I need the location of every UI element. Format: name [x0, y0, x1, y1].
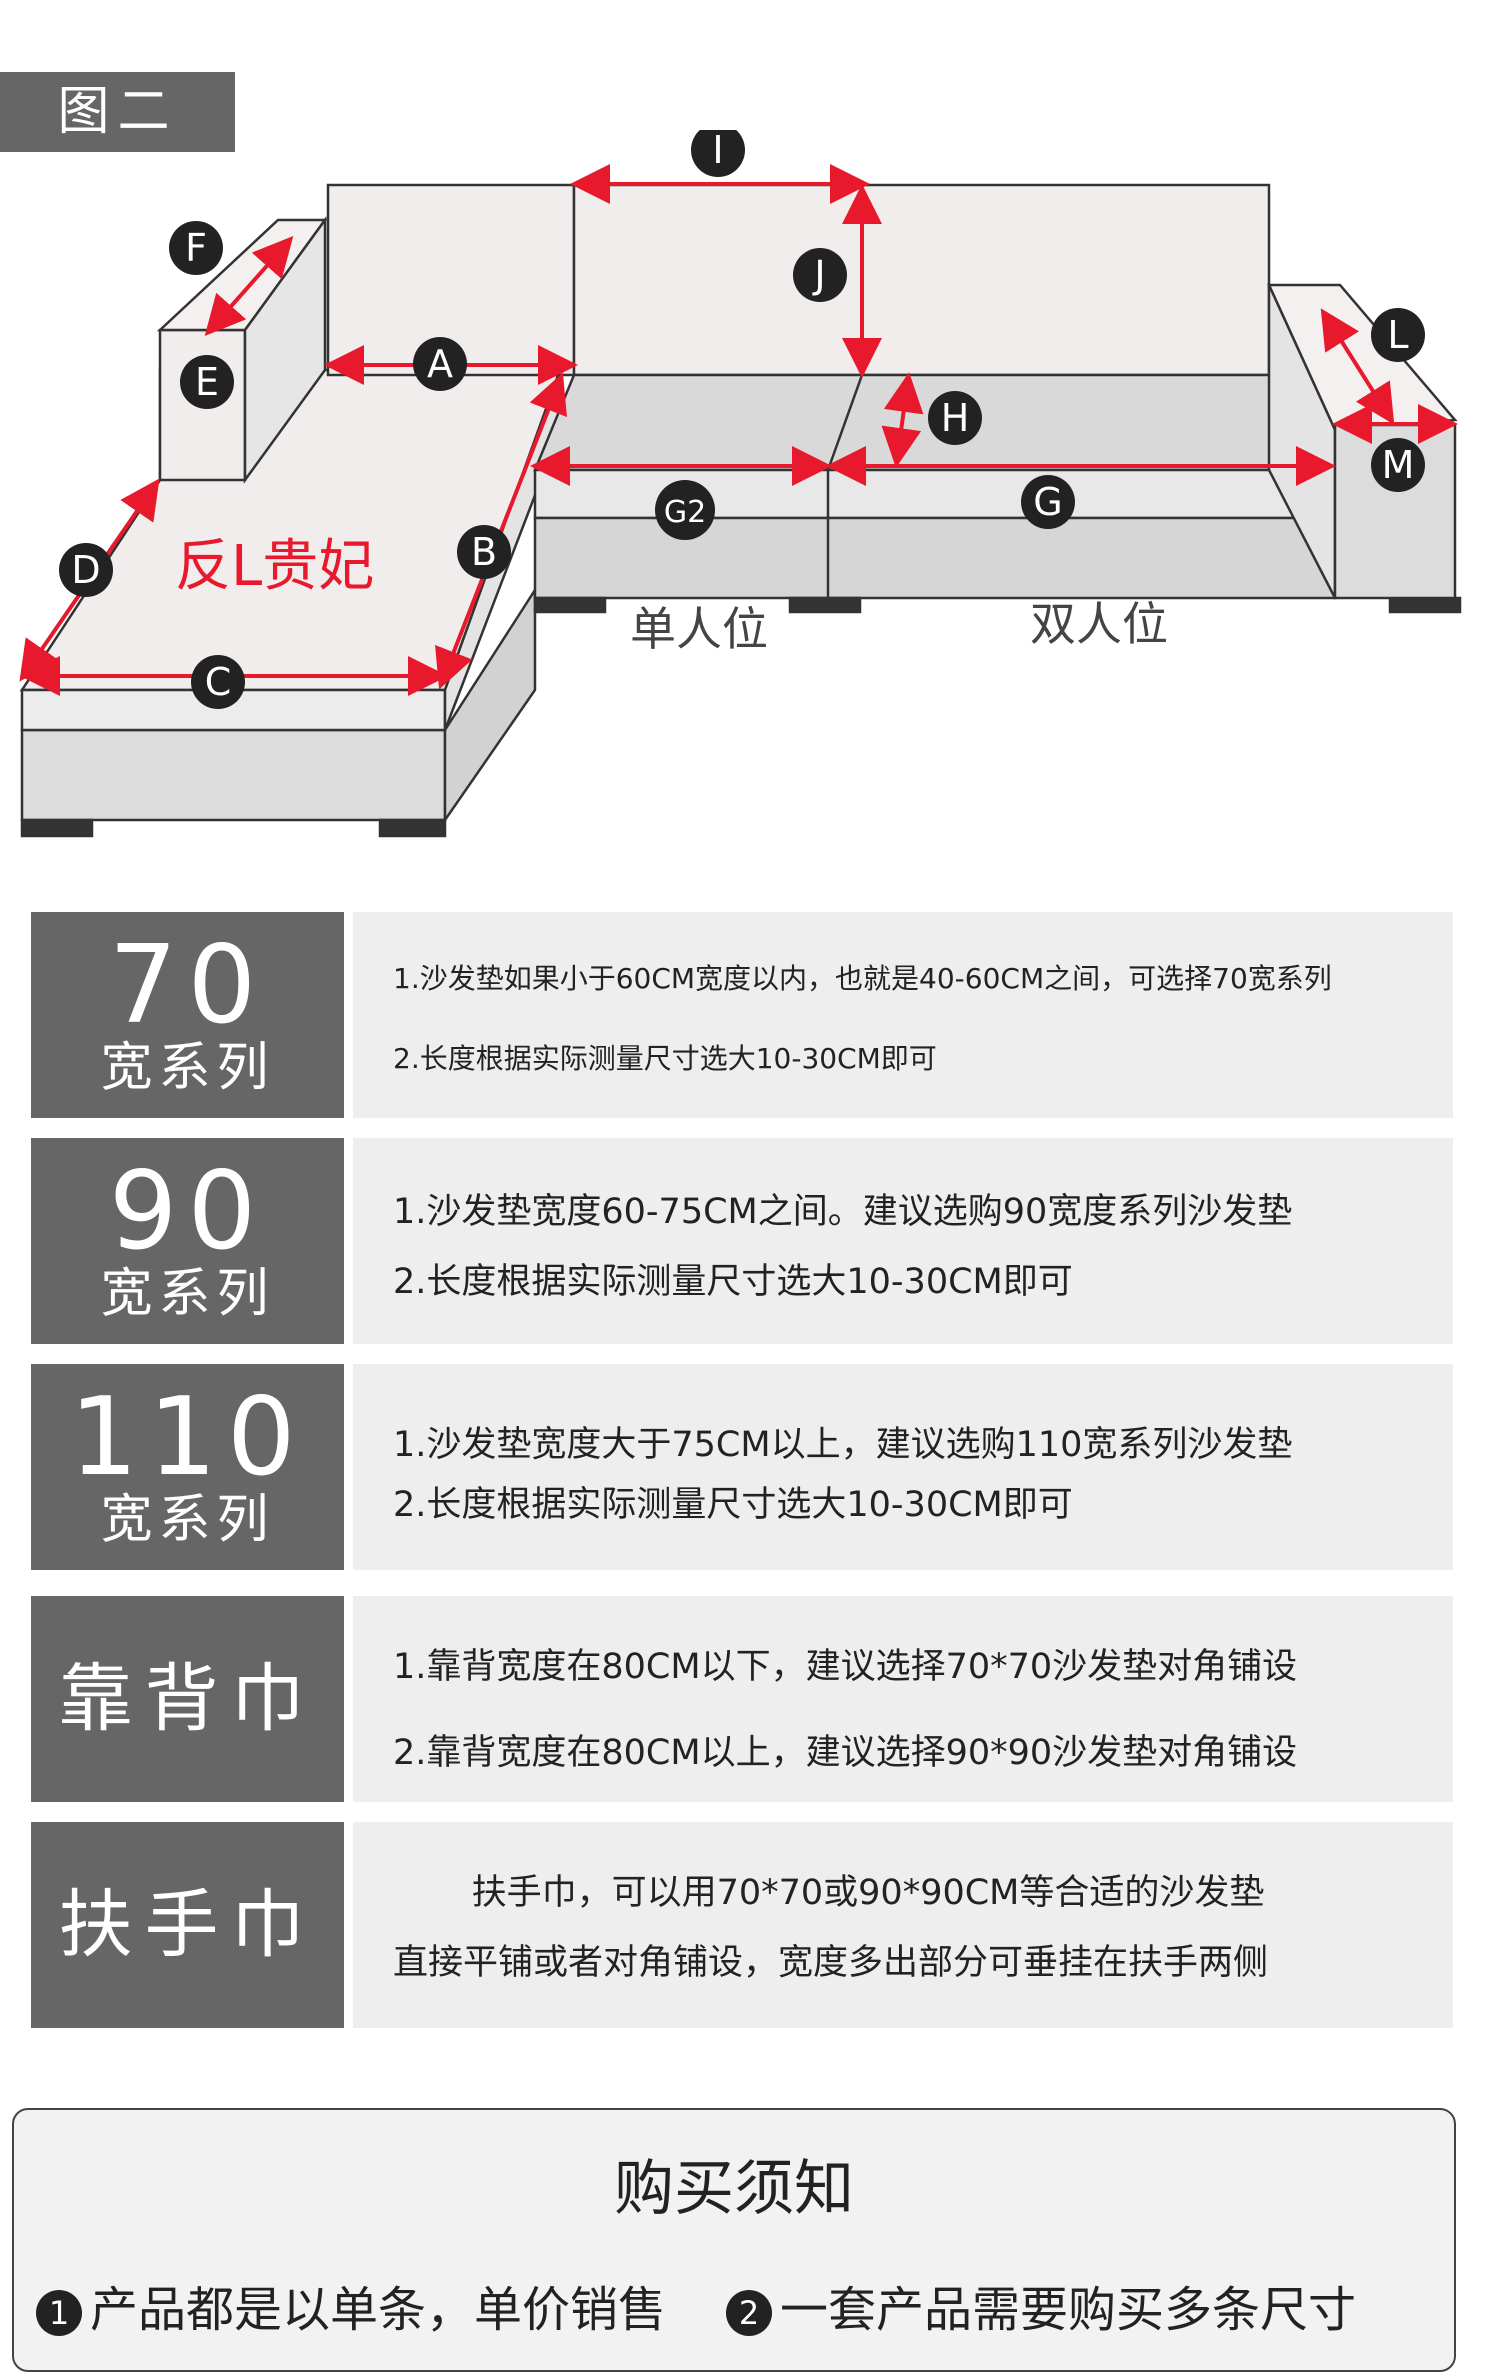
series-line-2: 直接平铺或者对角铺设，宽度多出部分可垂挂在扶手两侧	[393, 1943, 1269, 1983]
badge-A: A	[413, 337, 467, 391]
series-description: 1.靠背宽度在80CM以下，建议选择70*70沙发垫对角铺设 2.靠背宽度在80…	[353, 1596, 1453, 1802]
series-line-2: 2.长度根据实际测量尺寸选大10-30CM即可	[393, 1262, 1073, 1302]
style-label: 反L贵妃	[175, 534, 374, 599]
number-badge-icon: 1	[36, 2290, 82, 2336]
series-row-90: 90 宽系列 1.沙发垫宽度60-75CM之间。建议选购90宽度系列沙发垫 2.…	[31, 1138, 1453, 1344]
backrest	[326, 183, 1271, 377]
badge-C: C	[191, 655, 245, 709]
svg-text:J: J	[812, 253, 825, 297]
svg-text:F: F	[185, 226, 207, 270]
series-description: 扶手巾，可以用70*70或90*90CM等合适的沙发垫 直接平铺或者对角铺设，宽…	[353, 1822, 1453, 2028]
arrow-L	[1320, 308, 1395, 425]
double-seat-label: 双人位	[1030, 597, 1168, 651]
series-line-1: 1.沙发垫如果小于60CM宽度以内，也就是40-60CM之间，可选择70宽系列	[393, 962, 1332, 995]
single-seat-label: 单人位	[630, 602, 768, 656]
letter-badges: I J F E A H L M G2 G D B C	[59, 130, 1425, 709]
notice-item-text: 一套产品需要购买多条尺寸	[780, 2282, 1357, 2338]
series-row-armrest: 扶手巾 扶手巾，可以用70*70或90*90CM等合适的沙发垫 直接平铺或者对角…	[31, 1822, 1453, 2028]
series-row-70: 70 宽系列 1.沙发垫如果小于60CM宽度以内，也就是40-60CM之间，可选…	[31, 912, 1453, 1118]
badge-G2: G2	[655, 480, 715, 540]
notice-item-text: 产品都是以单条，单价销售	[90, 2282, 667, 2338]
svg-text:B: B	[471, 530, 497, 574]
svg-text:A: A	[427, 342, 453, 386]
series-heading: 110 宽系列	[31, 1364, 344, 1570]
series-description: 1.沙发垫如果小于60CM宽度以内，也就是40-60CM之间，可选择70宽系列 …	[353, 912, 1453, 1118]
series-line-2: 2.靠背宽度在80CM以上，建议选择90*90沙发垫对角铺设	[393, 1733, 1298, 1773]
series-line-1: 1.沙发垫宽度60-75CM之间。建议选购90宽度系列沙发垫	[393, 1192, 1293, 1232]
svg-text:I: I	[712, 130, 723, 172]
series-heading: 扶手巾	[31, 1822, 344, 2028]
notice-title: 购买须知	[614, 2154, 854, 2224]
series-line-1: 1.靠背宽度在80CM以下，建议选择70*70沙发垫对角铺设	[393, 1647, 1298, 1687]
figure-tag: 图二	[0, 72, 235, 152]
sofa-dimension-diagram: I J F E A H L M G2 G D B C 反L贵妃 单人位 双人位	[19, 130, 1462, 838]
seat-leg-3	[1388, 596, 1462, 614]
badge-B: B	[457, 525, 511, 579]
series-line-2: 2.长度根据实际测量尺寸选大10-30CM即可	[393, 1042, 937, 1075]
svg-text:L: L	[1387, 313, 1408, 357]
badge-H: H	[928, 391, 982, 445]
series-heading: 70 宽系列	[31, 912, 344, 1118]
series-width-label: 宽系列	[100, 1264, 275, 1324]
seat-leg-1	[533, 596, 607, 614]
series-line-1: 扶手巾，可以用70*70或90*90CM等合适的沙发垫	[471, 1873, 1265, 1913]
series-row-backrest: 靠背巾 1.靠背宽度在80CM以下，建议选择70*70沙发垫对角铺设 2.靠背宽…	[31, 1596, 1453, 1802]
series-description: 1.沙发垫宽度60-75CM之间。建议选购90宽度系列沙发垫 2.长度根据实际测…	[353, 1138, 1453, 1344]
series-heading: 靠背巾	[31, 1596, 344, 1802]
back-cushion-2	[572, 183, 1271, 377]
chaise-section	[19, 368, 562, 838]
chaise-leg-left	[20, 818, 94, 838]
badge-F: F	[169, 221, 223, 275]
arrow-F	[204, 236, 294, 336]
badge-D: D	[59, 543, 113, 597]
svg-text:D: D	[71, 548, 100, 592]
badge-M: M	[1371, 438, 1425, 492]
badge-I: I	[691, 130, 745, 177]
badge-E: E	[180, 355, 234, 409]
seat-leg-2	[788, 596, 862, 614]
chaise-leg-right	[378, 818, 447, 838]
series-width-label: 宽系列	[100, 1490, 275, 1550]
series-heading-text: 靠背巾	[58, 1656, 317, 1742]
series-line-2: 2.长度根据实际测量尺寸选大10-30CM即可	[393, 1485, 1073, 1525]
svg-text:G: G	[1033, 480, 1062, 524]
badge-J: J	[793, 248, 847, 302]
series-row-110: 110 宽系列 1.沙发垫宽度大于75CM以上，建议选购110宽系列沙发垫 2.…	[31, 1364, 1453, 1570]
svg-text:G2: G2	[664, 495, 706, 530]
number-badge-icon: 2	[726, 2290, 772, 2336]
series-heading-text: 扶手巾	[58, 1882, 317, 1968]
badge-L: L	[1371, 308, 1425, 362]
series-description: 1.沙发垫宽度大于75CM以上，建议选购110宽系列沙发垫 2.长度根据实际测量…	[353, 1364, 1453, 1570]
svg-text:C: C	[205, 660, 232, 704]
svg-text:M: M	[1382, 443, 1415, 487]
arrow-B	[435, 372, 567, 690]
series-heading: 90 宽系列	[31, 1138, 344, 1344]
series-line-1: 1.沙发垫宽度大于75CM以上，建议选购110宽系列沙发垫	[393, 1425, 1293, 1465]
series-width-number: 70	[108, 923, 267, 1048]
svg-text:E: E	[195, 360, 219, 404]
badge-G: G	[1021, 475, 1075, 529]
chaise-front-base	[20, 728, 447, 822]
series-width-label: 宽系列	[100, 1038, 275, 1098]
svg-text:H: H	[941, 396, 970, 440]
series-width-number: 90	[108, 1149, 267, 1274]
right-armrest	[1267, 283, 1458, 600]
series-width-number: 110	[69, 1375, 306, 1500]
arrow-H	[881, 372, 924, 468]
